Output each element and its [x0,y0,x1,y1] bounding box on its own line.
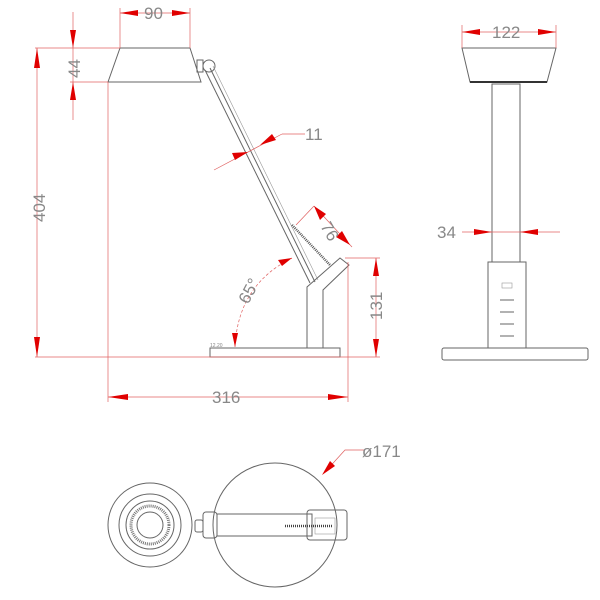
top-base-circle [212,462,338,588]
dim-front-shade-width: 122 [492,23,520,42]
front-pillar [487,261,527,349]
dim-arm-width: 11 [305,125,323,144]
dim-shade-width: 90 [144,4,163,23]
dim-total-depth: 316 [212,388,240,407]
top-shade-circle [107,482,193,568]
front-base [441,347,589,361]
front-shade [461,47,557,83]
dim-base-height: 131 [367,292,386,320]
front-stem [491,83,521,263]
dim-base-thickness: 12.20 [210,343,223,349]
base-pillar [306,257,350,349]
base-plate [209,347,341,358]
dim-stem-width: 34 [437,223,456,242]
top-view: ø171 [107,442,401,588]
dim-base-diameter: ø171 [362,442,401,461]
front-view: 122 34 [437,23,589,361]
dim-shade-height: 44 [65,59,84,78]
side-view: 90 44 404 11 76 65° 12.20 131 316 [30,4,386,407]
dim-spring-length: 76 [317,219,343,245]
dim-arm-angle: 65° [235,275,264,307]
lamp-shade [107,47,202,83]
dim-total-height: 404 [30,194,49,222]
